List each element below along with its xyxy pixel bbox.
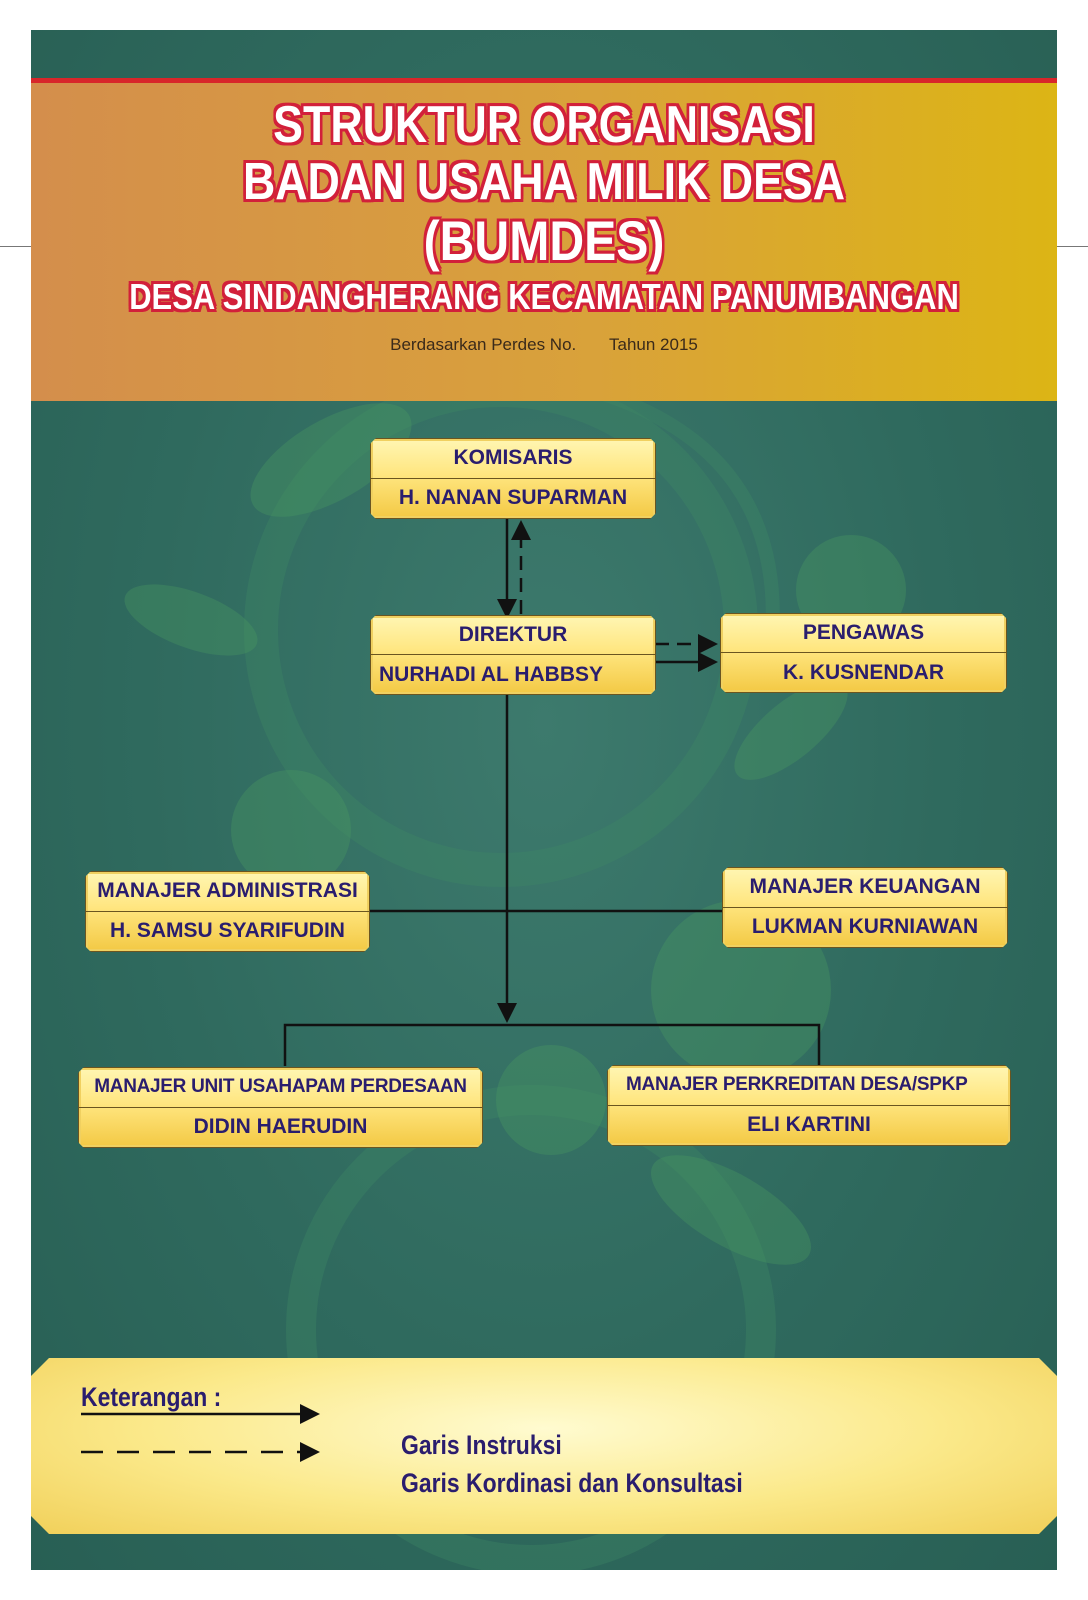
node-person: H. SAMSU SYARIFUDIN [110, 919, 345, 943]
node-person: LUKMAN KURNIAWAN [751, 915, 979, 939]
units-bracket-line [283, 1023, 821, 1066]
node-manajer-unit-usaha: MANAJER UNIT USAHAPAM PERDESAAN DIDIN HA… [78, 1067, 483, 1148]
title-banner: STRUKTUR ORGANISASI BADAN USAHA MILIK DE… [31, 78, 1057, 401]
ornament-leaf [124, 584, 258, 656]
ornament-flower [231, 770, 351, 890]
ornament-ring-lower [286, 1085, 776, 1570]
node-person: NURHADI AL HABBSY [379, 662, 604, 686]
ornament-vine [588, 383, 780, 651]
node-person: DIDIN HAERUDIN [193, 1115, 368, 1139]
legend-title: Keterangan : [81, 1382, 222, 1412]
title-line-1: STRUKTUR ORGANISASI [273, 96, 815, 154]
page-guide-left [0, 246, 31, 247]
subtitle: DESA SINDANGHERANG KECAMATAN PANUMBANGAN [129, 276, 959, 317]
node-person: H. NANAN SUPARMAN [398, 486, 628, 510]
node-person: K. KUSNENDAR [782, 660, 944, 684]
node-komisaris: KOMISARIS H. NANAN SUPARMAN [370, 438, 656, 519]
poster-board: STRUKTUR ORGANISASI BADAN USAHA MILIK DE… [31, 30, 1057, 1570]
node-role: MANAJER PERKREDITAN DESA/SPKP [608, 1066, 1010, 1106]
title-line-3: (BUMDES) [423, 209, 665, 272]
legal-basis-year: Tahun 2015 [609, 335, 698, 354]
legend-panel: Keterangan : Garis Instruksi Garis Kordi… [31, 1358, 1057, 1534]
legal-basis-regulation: Berdasarkan Perdes No. [390, 335, 577, 354]
title-line-2: BADAN USAHA MILIK DESA [242, 153, 846, 211]
node-manajer-administrasi: MANAJER ADMINISTRASI H. SAMSU SYARIFUDIN [85, 871, 370, 952]
node-direktur: DIREKTUR NURHADI AL HABBSY [370, 615, 656, 695]
node-role: PENGAWAS [721, 614, 1006, 653]
ornament-leaf [734, 680, 848, 780]
ornament-flower [496, 1045, 606, 1155]
background-ornament [124, 373, 906, 1570]
node-role: MANAJER KEUANGAN [723, 868, 1007, 908]
legend-label-instruksi: Garis Instruksi [401, 1430, 562, 1460]
node-manajer-perkreditan: MANAJER PERKREDITAN DESA/SPKP ELI KARTIN… [607, 1065, 1011, 1146]
node-role: KOMISARIS [371, 439, 655, 479]
legend-label-koordinasi: Garis Kordinasi dan Konsultasi [401, 1468, 743, 1498]
page-guide-right [1057, 246, 1088, 247]
node-role: DIREKTUR [371, 616, 655, 655]
ornament-leaf [250, 403, 412, 517]
ornament-leaf [651, 1155, 811, 1265]
node-person: ELI KARTINI [747, 1113, 871, 1137]
node-role: MANAJER ADMINISTRASI [86, 872, 369, 912]
node-role: MANAJER UNIT USAHAPAM PERDESAAN [79, 1068, 482, 1108]
connector-lines [283, 517, 821, 1066]
node-pengawas: PENGAWAS K. KUSNENDAR [720, 613, 1007, 693]
node-manajer-keuangan: MANAJER KEUANGAN LUKMAN KURNIAWAN [722, 867, 1008, 948]
legal-basis: Berdasarkan Perdes No. Tahun 2015 [31, 335, 1057, 355]
